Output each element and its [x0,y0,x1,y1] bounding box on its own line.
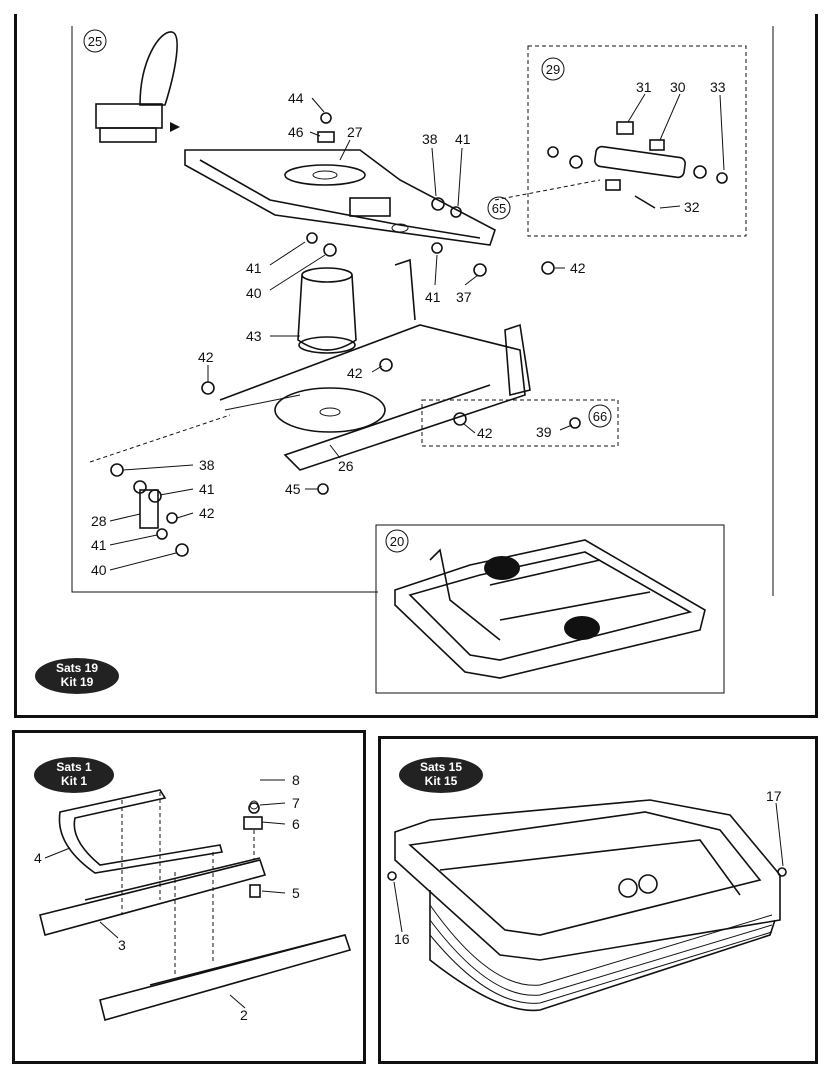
arrow-icon [170,122,180,132]
roller-left [484,556,520,580]
seat-pan-panel [378,736,818,1064]
callout-46: 46 [288,124,304,140]
group-66-box [421,399,619,447]
kit-19-badge: Sats 19 Kit 19 [35,658,119,694]
callout-2: 2 [240,1007,248,1023]
svg-text:Sats 15: Sats 15 [420,760,462,774]
top-callouts: 44 46 27 38 41 31 30 33 32 42 41 40 43 3… [91,79,726,578]
group-20-box [375,524,725,694]
callout-30: 30 [670,79,686,95]
svg-text:20: 20 [390,534,404,549]
callout-42: 42 [347,365,363,381]
callout-32: 32 [684,199,700,215]
group-29-marker: 29 [541,57,565,81]
svg-text:Kit 19: Kit 19 [61,675,94,689]
callout-41: 41 [199,481,215,497]
callout-41: 41 [425,289,441,305]
callout-4: 4 [34,850,42,866]
svg-text:65: 65 [492,201,506,216]
callout-42: 42 [570,260,586,276]
svg-text:Kit 1: Kit 1 [61,774,87,788]
group-65-marker: 65 [487,196,511,220]
callout-43: 43 [246,328,262,344]
lower-frame-26 [219,258,531,471]
leader-dash [494,179,601,201]
callout-27: 27 [347,124,363,140]
seat-suspension-panel [14,14,818,718]
callout-41: 41 [246,260,262,276]
bottom-right-leaders [393,802,784,933]
callout-5: 5 [292,885,300,901]
svg-text:29: 29 [546,62,560,77]
callout-40: 40 [91,562,107,578]
callout-41: 41 [91,537,107,553]
callout-37: 37 [456,289,472,305]
group-25-marker: 25 [83,29,107,53]
svg-text:Sats 1: Sats 1 [56,760,92,774]
slide-rails [39,789,352,1021]
svg-text:25: 25 [88,34,102,49]
air-spring-43 [297,267,357,354]
callout-42: 42 [198,349,214,365]
seat-frame-20 [394,539,706,679]
inner-frame-line [71,26,378,593]
callout-42: 42 [199,505,215,521]
callout-44: 44 [288,90,304,106]
callout-17: 17 [766,788,782,804]
upper-frame-27 [184,149,496,246]
seat-thumbnail [95,31,180,143]
svg-text:66: 66 [593,409,607,424]
callout-leaders [109,93,725,571]
callout-45: 45 [285,481,301,497]
seat-slide-rails-panel [12,730,366,1064]
callout-16: 16 [394,931,410,947]
svg-text:Kit 15: Kit 15 [425,774,458,788]
callout-38: 38 [422,131,438,147]
group-66-marker: 66 [588,404,612,428]
callout-39: 39 [536,424,552,440]
callout-3: 3 [118,937,126,953]
bracket-28 [110,463,189,557]
seat-pan-15 [387,799,787,1012]
callout-31: 31 [636,79,652,95]
callout-28: 28 [91,513,107,529]
callout-41: 41 [455,131,471,147]
callout-33: 33 [710,79,726,95]
kit-1-badge: Sats 1 Kit 1 [34,757,114,793]
group-29-box [527,45,747,237]
callout-42: 42 [477,425,493,441]
callout-40: 40 [246,285,262,301]
roller-right [564,616,600,640]
svg-text:Sats 19: Sats 19 [56,661,98,675]
fasteners [201,112,581,495]
bottom-left-callouts: 8 7 6 5 4 3 2 [34,772,300,1023]
kit-15-badge: Sats 15 Kit 15 [399,757,483,793]
bottom-left-leaders [44,779,286,1009]
callout-6: 6 [292,816,300,832]
bottom-right-callouts: 17 16 [394,788,782,947]
group-20-marker: 20 [385,529,409,553]
callout-7: 7 [292,795,300,811]
callout-8: 8 [292,772,300,788]
callout-26: 26 [338,458,354,474]
shock-absorber [547,121,728,209]
callout-38: 38 [199,457,215,473]
leader-dash-2 [89,414,231,463]
